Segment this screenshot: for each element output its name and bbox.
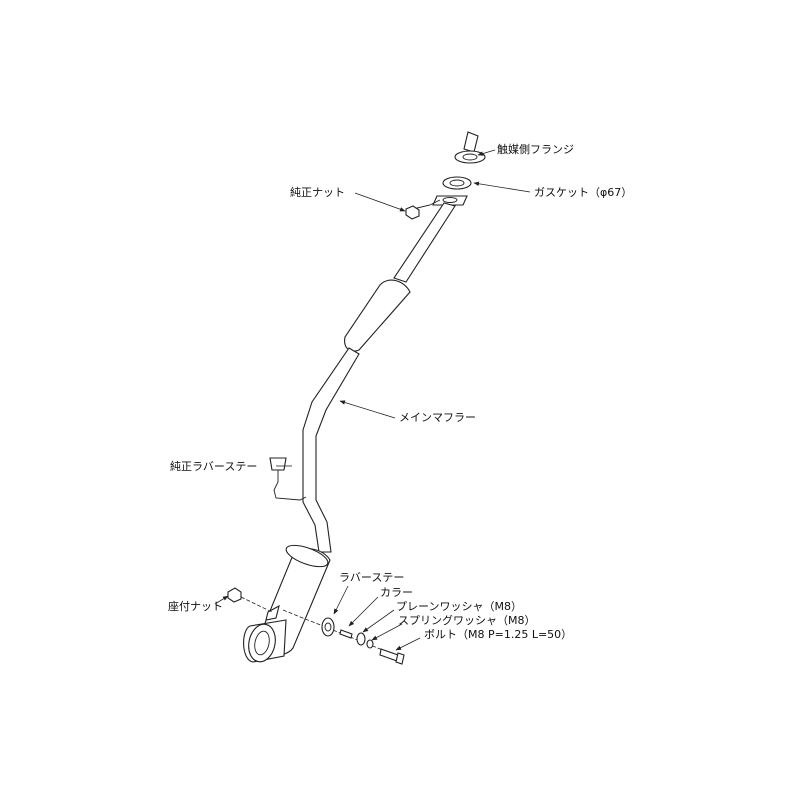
plain-washer-label: プレーンワッシャ（M8）	[396, 600, 522, 613]
bolt-part	[379, 648, 405, 665]
inlet-flange-part	[432, 195, 468, 206]
oem-rubber-stay-label: 純正ラバーステー	[170, 460, 258, 473]
bolt-label: ボルト（M8 P=1.25 L=50）	[424, 628, 573, 641]
gasket-part	[442, 176, 472, 190]
hardware-stack	[282, 609, 405, 665]
gasket-label: ガスケット（φ67）	[534, 186, 633, 199]
oem-nut-part	[405, 199, 441, 220]
collar-label: カラー	[380, 586, 413, 599]
plain-washer-part	[356, 632, 366, 646]
leader-lines	[214, 149, 531, 651]
seat-nut-label: 座付ナット	[168, 600, 223, 613]
rubber-stay-label: ラバーステー	[339, 571, 405, 584]
spring-washer-label: スプリングワッシャ（M8）	[398, 614, 536, 627]
seat-nut-part	[227, 587, 273, 613]
collar-part	[339, 629, 353, 639]
oem-nut-label: 純正ナット	[290, 186, 345, 199]
spring-washer-part	[366, 639, 374, 649]
main-muffler-label: メインマフラー	[399, 411, 476, 424]
oem-rubber-stay-part	[269, 457, 307, 501]
cat-flange-label: 触媒側フランジ	[497, 143, 574, 156]
muffler-canister	[243, 544, 331, 663]
main-pipe	[302, 202, 456, 553]
rubber-stay-part	[321, 617, 335, 637]
cat-flange-part	[454, 131, 486, 164]
